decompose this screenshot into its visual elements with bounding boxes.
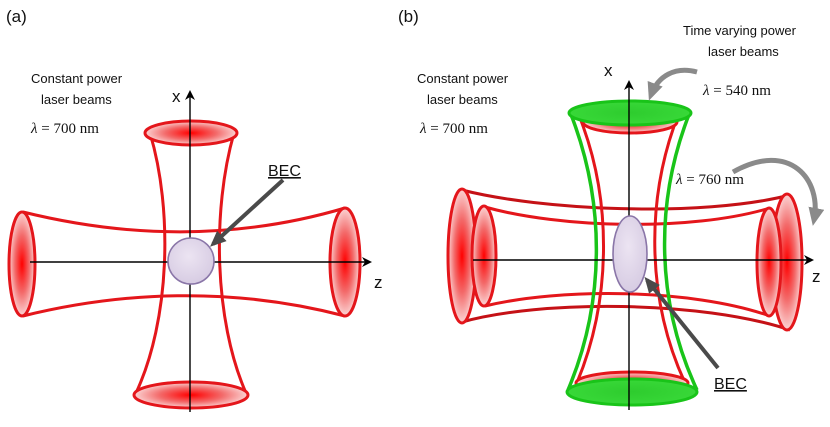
panel-b-axis-x-label: x <box>604 61 613 80</box>
panel-b-varying-caption-line2: laser beams <box>708 44 779 59</box>
panel-b-beam-caption-line2: laser beams <box>427 92 498 107</box>
panel-b-lattice-wavelength: λ = 760 nm <box>675 172 744 188</box>
panel-a-beam-caption-line2: laser beams <box>41 92 112 107</box>
panel-a-beam-caption-line1: Constant power <box>31 71 123 86</box>
panel-b-varying-wavelength-symbol: λ <box>702 83 710 99</box>
panel-a-axis-z-label: z <box>374 273 383 292</box>
beam-end-face-left-inner <box>470 204 498 308</box>
panel-b-wavelength-value: = 700 nm <box>427 121 489 137</box>
panel-a-bec-label: BEC <box>268 163 301 180</box>
beam-end-face-bottom <box>132 380 250 410</box>
panel-b: (b) x <box>398 7 825 410</box>
panel-a: (a) x z BEC Constant power laser beams λ… <box>6 7 383 412</box>
panel-a-bec-pointer-arrow <box>210 178 285 247</box>
panel-b-curved-arrow-to-lattice-beam <box>731 157 825 226</box>
panel-b-wavelength-symbol: λ <box>419 121 427 137</box>
panel-a-wavelength: λ = 700 nm <box>30 121 99 137</box>
green-end-face-top <box>567 99 693 127</box>
panel-b-wavelength: λ = 700 nm <box>419 121 488 137</box>
panel-b-horizontal-beam-inner <box>470 204 783 318</box>
beam-end-face-right-inner <box>755 206 783 318</box>
panel-b-varying-caption-line1: Time varying power <box>683 23 797 38</box>
panel-b-beam-caption-line1: Constant power <box>417 71 509 86</box>
panel-a-label: (a) <box>6 7 27 26</box>
panel-b-lattice-wavelength-symbol: λ <box>675 172 683 188</box>
panel-a-wavelength-symbol: λ <box>30 121 38 137</box>
panel-b-bec-cloud <box>612 215 648 293</box>
panel-b-label: (b) <box>398 7 419 26</box>
panel-b-curved-arrow-to-green-beam <box>647 67 698 101</box>
panel-b-axis-z-label: z <box>812 267 821 286</box>
panel-b-lattice-wavelength-value: = 760 nm <box>683 172 745 188</box>
panel-a-vertical-beam <box>132 119 250 410</box>
panel-b-varying-wavelength-value: = 540 nm <box>710 83 772 99</box>
green-end-face-bottom <box>565 377 699 407</box>
panel-a-axis-x-label: x <box>172 87 181 106</box>
beam-end-face-top <box>143 119 239 147</box>
panel-b-bec-label: BEC <box>714 376 747 393</box>
panel-b-varying-wavelength: λ = 540 nm <box>702 83 771 99</box>
panel-a-wavelength-value: = 700 nm <box>38 121 100 137</box>
beam-end-face-left <box>7 210 37 318</box>
panel-a-bec-cloud <box>167 237 215 285</box>
panel-b-vertical-green-beam <box>565 99 699 407</box>
panel-b-bec-pointer-arrow <box>644 276 720 370</box>
